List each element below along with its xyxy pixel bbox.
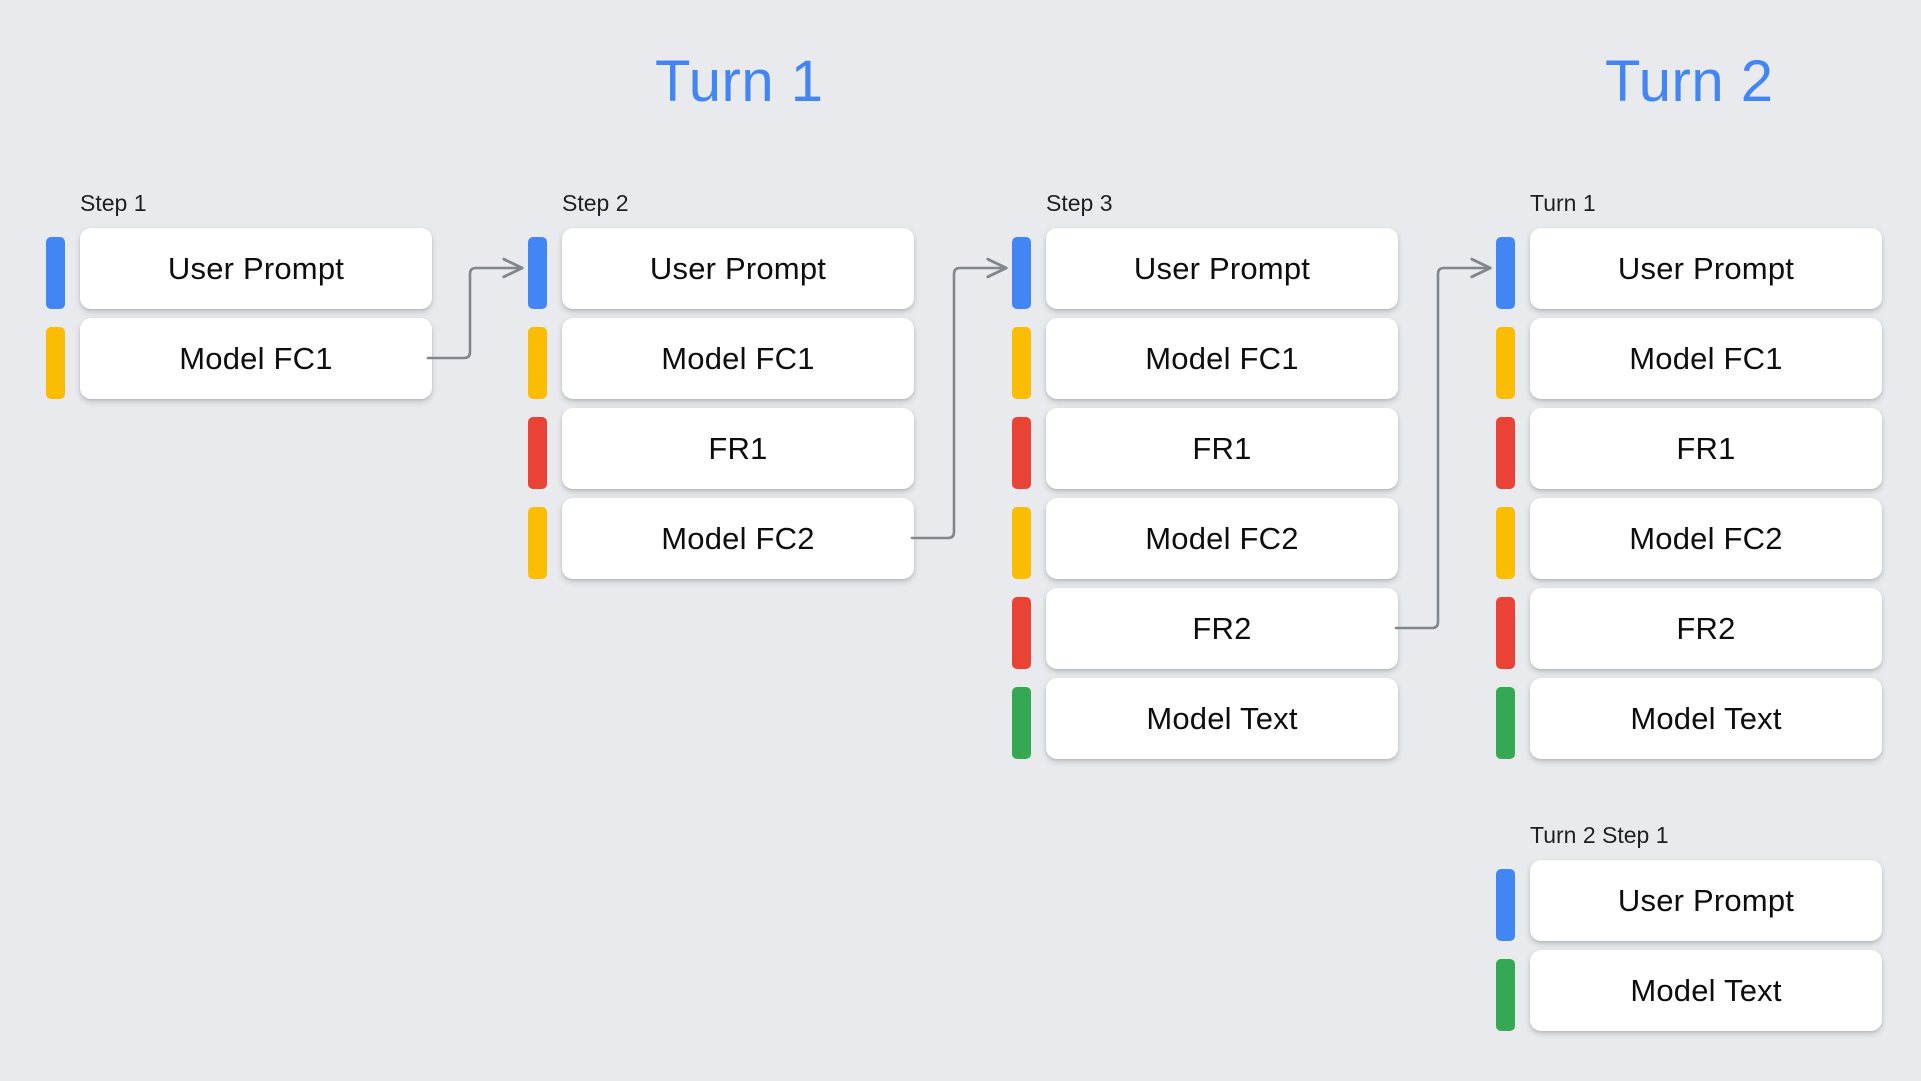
- marker-yellow-icon: [1496, 327, 1515, 399]
- marker-yellow-icon: [528, 507, 547, 579]
- message-row: User Prompt: [46, 228, 432, 318]
- message-card-label: Model Text: [1630, 700, 1782, 736]
- message-card[interactable]: User Prompt: [1530, 860, 1882, 941]
- column-label: Step 2: [562, 190, 629, 216]
- message-card[interactable]: FR2: [1046, 588, 1398, 669]
- message-card-label: Model Text: [1630, 972, 1782, 1008]
- message-card-label: FR2: [1676, 610, 1736, 646]
- message-card-label: User Prompt: [167, 250, 345, 286]
- message-card-label: Model FC1: [1145, 340, 1299, 376]
- message-card-label: User Prompt: [649, 250, 827, 286]
- message-row: Model FC2: [528, 498, 914, 588]
- turn-1-heading: Turn 1: [655, 49, 824, 114]
- message-row: User Prompt: [1496, 228, 1882, 318]
- marker-red-icon: [1496, 417, 1515, 489]
- message-card[interactable]: Model FC2: [1530, 498, 1882, 579]
- marker-blue-icon: [1012, 237, 1031, 309]
- message-row: Model Text: [1012, 678, 1398, 768]
- message-card[interactable]: User Prompt: [562, 228, 914, 309]
- arrow-step1-to-step2: [426, 268, 522, 360]
- message-card[interactable]: Model FC2: [562, 498, 914, 579]
- message-card-label: Model FC2: [1629, 520, 1783, 556]
- message-row: FR2: [1012, 588, 1398, 678]
- message-card[interactable]: FR1: [1046, 408, 1398, 489]
- marker-red-icon: [1012, 417, 1031, 489]
- marker-yellow-icon: [528, 327, 547, 399]
- message-card-label: FR2: [1192, 610, 1252, 646]
- marker-green-icon: [1496, 687, 1515, 759]
- marker-blue-icon: [1496, 237, 1515, 309]
- arrow-step3-to-turn1: [1394, 268, 1490, 630]
- message-card-label: FR1: [1192, 430, 1252, 466]
- marker-yellow-icon: [1012, 507, 1031, 579]
- message-card[interactable]: Model Text: [1046, 678, 1398, 759]
- message-card-label: Model FC2: [661, 520, 815, 556]
- message-card-label: Model Text: [1146, 700, 1298, 736]
- column-label: Turn 2 Step 1: [1530, 822, 1669, 848]
- message-row: Model Text: [1496, 678, 1882, 768]
- marker-yellow-icon: [46, 327, 65, 399]
- message-row: Model FC1: [1012, 318, 1398, 408]
- message-card-label: User Prompt: [1617, 882, 1795, 918]
- marker-blue-icon: [46, 237, 65, 309]
- message-row: FR2: [1496, 588, 1882, 678]
- message-card-label: Model FC2: [1145, 520, 1299, 556]
- message-card-label: Model FC1: [661, 340, 815, 376]
- message-card-label: Model FC1: [1629, 340, 1783, 376]
- message-card[interactable]: Model Text: [1530, 678, 1882, 759]
- marker-red-icon: [528, 417, 547, 489]
- turn-2-heading: Turn 2: [1605, 49, 1774, 114]
- message-card[interactable]: Model FC2: [1046, 498, 1398, 579]
- message-row: FR1: [1012, 408, 1398, 498]
- marker-green-icon: [1012, 687, 1031, 759]
- message-card[interactable]: Model Text: [1530, 950, 1882, 1031]
- message-card[interactable]: FR2: [1530, 588, 1882, 669]
- message-row: FR1: [1496, 408, 1882, 498]
- message-card-label: Model FC1: [179, 340, 333, 376]
- message-row: Model FC1: [1496, 318, 1882, 408]
- message-card[interactable]: Model FC1: [80, 318, 432, 399]
- message-row: User Prompt: [1496, 860, 1882, 950]
- marker-red-icon: [1496, 597, 1515, 669]
- column-label: Step 3: [1046, 190, 1113, 216]
- message-card[interactable]: User Prompt: [80, 228, 432, 309]
- marker-red-icon: [1012, 597, 1031, 669]
- message-card-label: User Prompt: [1617, 250, 1795, 286]
- message-row: Model FC1: [46, 318, 432, 408]
- message-card[interactable]: FR1: [1530, 408, 1882, 489]
- message-row: FR1: [528, 408, 914, 498]
- column-label: Turn 1: [1530, 190, 1596, 216]
- message-card[interactable]: User Prompt: [1046, 228, 1398, 309]
- arrow-step2-to-step3: [910, 268, 1006, 540]
- message-card-label: User Prompt: [1133, 250, 1311, 286]
- message-card[interactable]: Model FC1: [1530, 318, 1882, 399]
- marker-blue-icon: [1496, 869, 1515, 941]
- marker-yellow-icon: [1012, 327, 1031, 399]
- message-card[interactable]: FR1: [562, 408, 914, 489]
- marker-green-icon: [1496, 959, 1515, 1031]
- column-label: Step 1: [80, 190, 147, 216]
- message-row: User Prompt: [528, 228, 914, 318]
- marker-blue-icon: [528, 237, 547, 309]
- message-card[interactable]: Model FC1: [1046, 318, 1398, 399]
- message-card-label: FR1: [1676, 430, 1736, 466]
- message-row: Model Text: [1496, 950, 1882, 1040]
- message-row: Model FC2: [1012, 498, 1398, 588]
- message-row: Model FC2: [1496, 498, 1882, 588]
- message-row: User Prompt: [1012, 228, 1398, 318]
- marker-yellow-icon: [1496, 507, 1515, 579]
- message-card-label: FR1: [708, 430, 768, 466]
- message-card[interactable]: Model FC1: [562, 318, 914, 399]
- message-row: Model FC1: [528, 318, 914, 408]
- message-card[interactable]: User Prompt: [1530, 228, 1882, 309]
